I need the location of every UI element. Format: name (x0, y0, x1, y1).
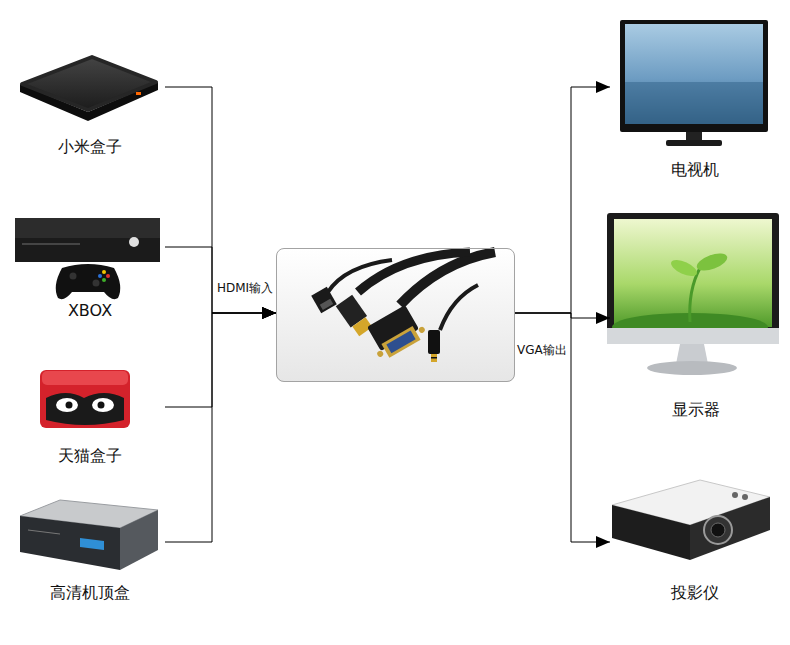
signal-connector (515, 313, 610, 542)
device-node: 投影仪 (610, 470, 780, 603)
monitor-picture (614, 219, 772, 327)
monitor-picture (607, 328, 779, 344)
monitor-picture (607, 213, 779, 375)
tmall-box-picture (42, 371, 128, 385)
tv-picture (620, 20, 768, 146)
adapter-cable-picture (363, 302, 429, 362)
xbox-picture (56, 264, 121, 299)
xbox-picture (93, 280, 100, 287)
adapter-cable-picture (328, 260, 392, 292)
adapter-cable-picture (386, 331, 415, 354)
port-label: VGA输出 (517, 342, 567, 358)
signal-connector (165, 313, 276, 407)
adapter-cable-picture (358, 252, 470, 292)
xbox-picture (15, 218, 160, 262)
monitor-picture (690, 268, 700, 322)
connector-group (165, 87, 610, 542)
tv-picture (686, 132, 702, 140)
adapter-cable-picture (311, 287, 337, 313)
device-label: 电视机 (671, 160, 719, 180)
adapter-box-fill (276, 248, 515, 382)
device-node: 天猫盒子 (15, 365, 165, 466)
device-label: 高清机顶盒 (50, 583, 130, 603)
port-label: HDMI输入 (217, 280, 273, 296)
adapter-box-fill (276, 248, 515, 382)
xbox-picture (129, 237, 139, 247)
adapter-cable-picture (428, 330, 440, 354)
adapter-cable-picture (320, 299, 333, 310)
xbox-picture (106, 274, 110, 278)
tv-picture (625, 24, 763, 124)
adapter-cable-picture (428, 330, 440, 362)
projector-picture (704, 516, 732, 544)
set-top-box-picture (20, 500, 158, 570)
device-node: XBOX (15, 210, 165, 321)
projector-picture (732, 492, 738, 498)
mi-box-picture (136, 92, 141, 95)
adapter-cable-picture (311, 287, 337, 313)
xbox-picture (70, 273, 77, 280)
tmall-box-picture (40, 370, 130, 428)
tv-picture (625, 82, 763, 124)
projector-picture (612, 505, 690, 560)
projector-picture (711, 523, 725, 537)
adapter-cable-picture (381, 326, 420, 358)
monitor-picture (647, 361, 737, 375)
monitor-picture (695, 250, 730, 274)
set-top-box-picture (120, 510, 158, 570)
tmall-box-picture (98, 402, 105, 409)
adapter-cable-picture (311, 252, 495, 362)
device-label: 小米盒子 (58, 137, 122, 157)
projector-picture (612, 480, 770, 560)
device-label: 天猫盒子 (58, 446, 122, 466)
tmall-box-picture (56, 398, 78, 412)
device-node: 高清机顶盒 (15, 497, 165, 603)
signal-connector (165, 87, 276, 313)
device-label: 显示器 (672, 400, 720, 420)
tv-picture (666, 140, 722, 146)
tmall-box-picture (92, 398, 114, 412)
xbox-picture (102, 270, 106, 274)
adapter-cable-picture (336, 295, 374, 338)
tmall-box-picture (40, 370, 130, 428)
signal-connector (165, 313, 276, 542)
projector-picture (742, 494, 748, 500)
projector-picture (690, 497, 770, 560)
monitor-picture (607, 213, 779, 343)
adapter-cable-picture (376, 350, 384, 358)
xbox-picture (98, 274, 102, 278)
signal-connector (515, 87, 610, 313)
signal-connector (165, 247, 276, 313)
adapter-cable-picture (431, 354, 437, 362)
adapter-cable-picture (418, 326, 426, 334)
xbox-picture (102, 278, 106, 282)
device-node: 显示器 (610, 205, 782, 420)
set-top-box-picture (28, 530, 60, 534)
mi-box-picture (20, 57, 158, 121)
device-node: 小米盒子 (15, 50, 165, 157)
tmall-box-picture (46, 393, 124, 425)
signal-connector (515, 313, 610, 318)
xbox-picture (15, 218, 160, 299)
mi-box-picture (22, 57, 156, 110)
adapter-cable-picture (440, 285, 478, 330)
set-top-box-picture (20, 516, 120, 570)
device-label: 投影仪 (671, 583, 719, 603)
adapter-box: HDMI输入VGA输出 (276, 248, 515, 382)
tmall-box-picture (66, 402, 73, 409)
monitor-picture (669, 257, 699, 280)
xbox-picture (22, 243, 80, 245)
set-top-box-picture (80, 538, 104, 550)
device-label: XBOX (68, 301, 112, 321)
device-node: 电视机 (610, 15, 780, 180)
tv-picture (620, 20, 768, 132)
xbox-picture (15, 218, 160, 238)
adapter-cable-picture (431, 357, 437, 359)
